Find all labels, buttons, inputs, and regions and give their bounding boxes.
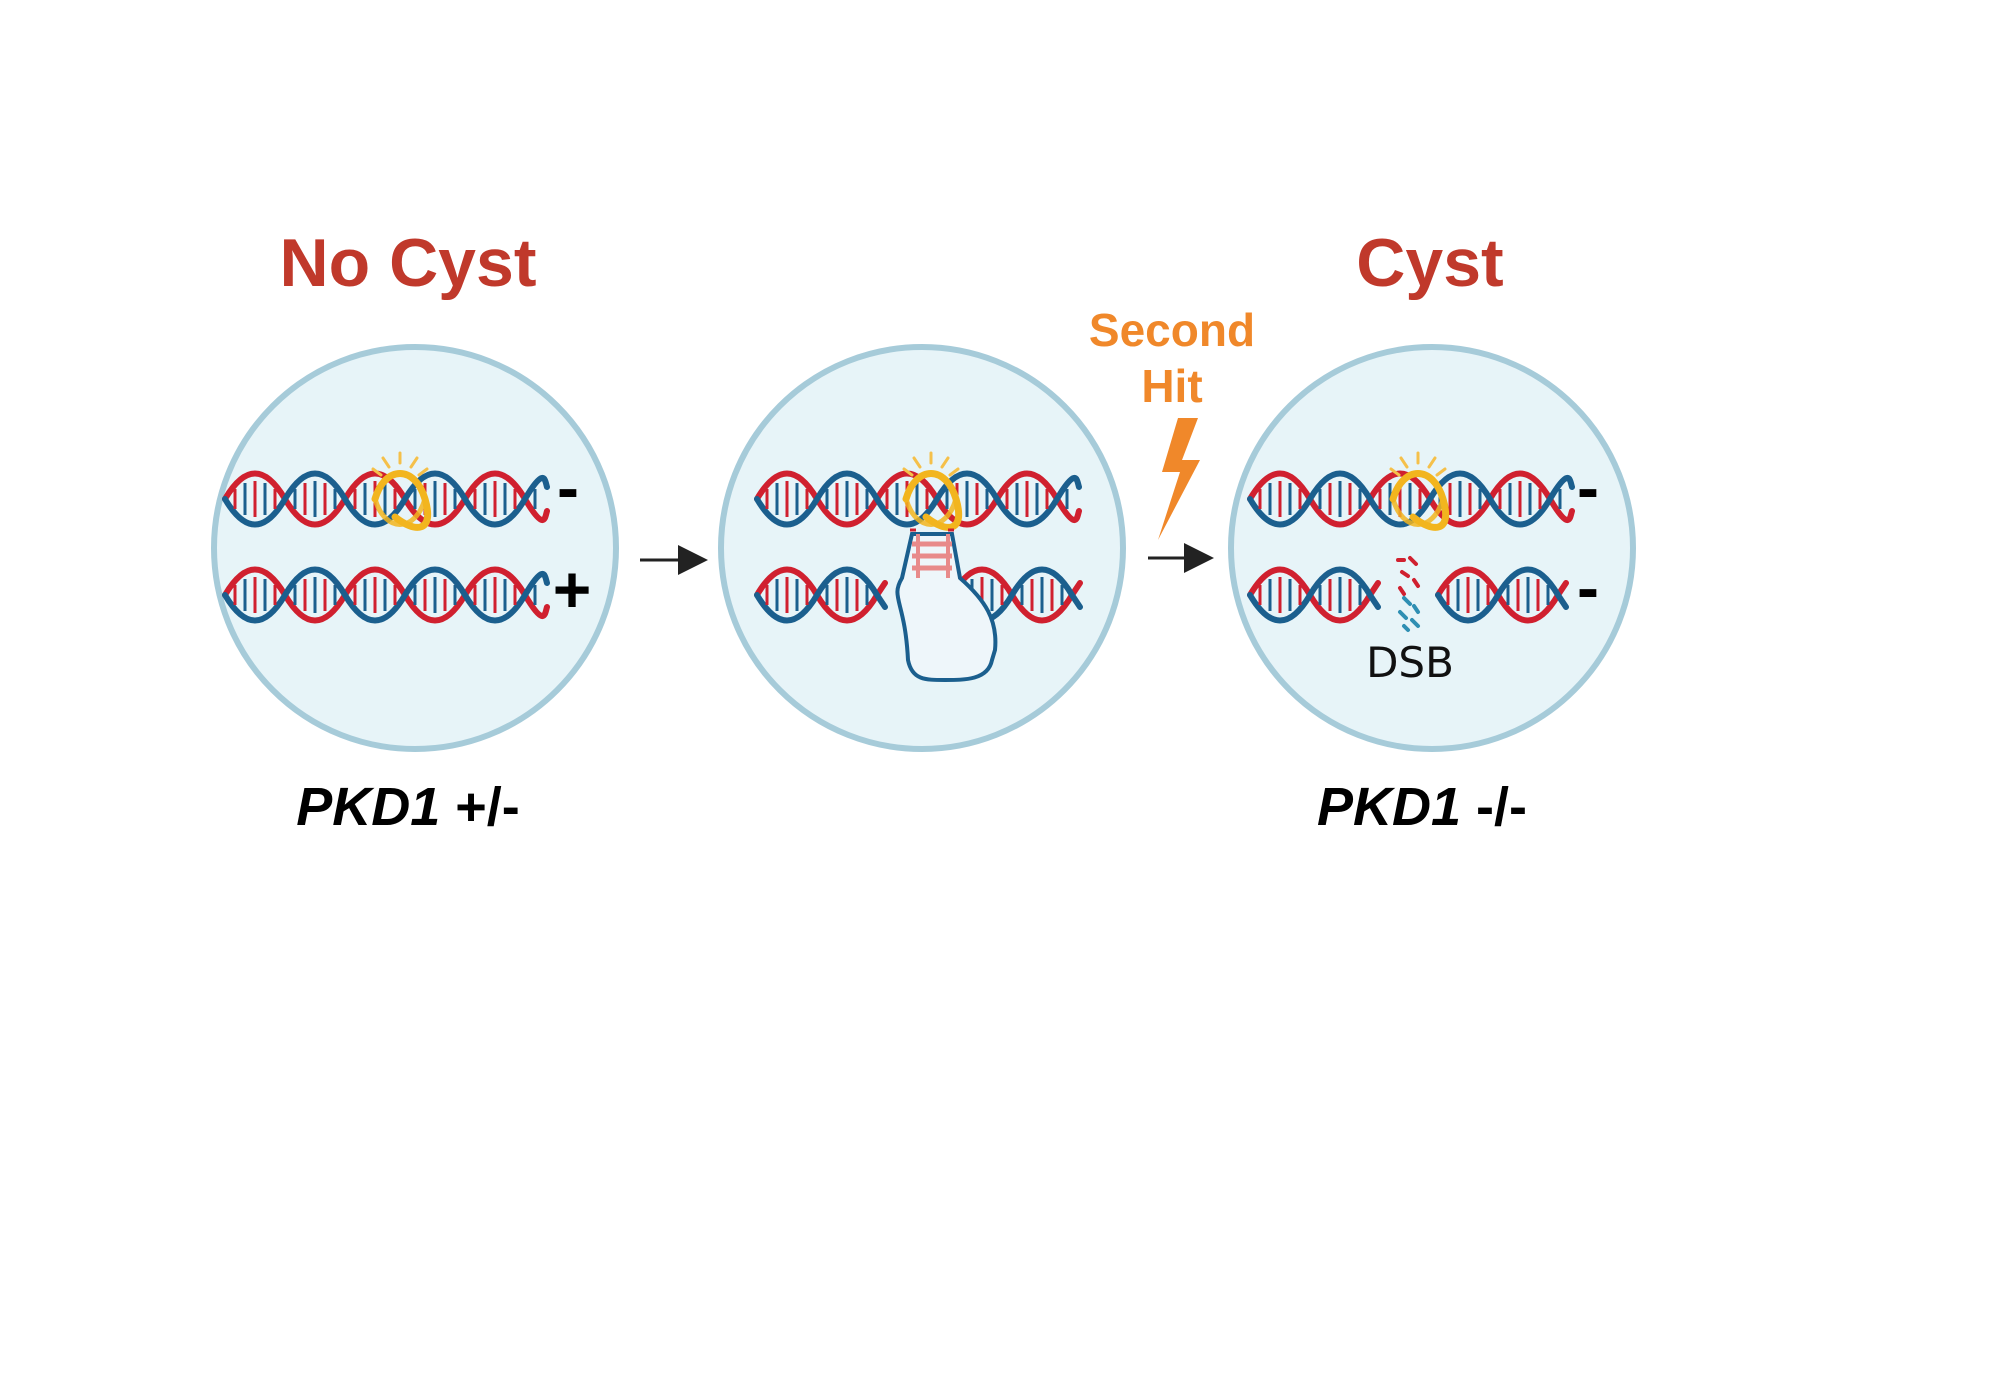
cell-3 xyxy=(1228,344,1636,752)
panel-1-title: No Cyst xyxy=(280,225,537,301)
panel-3-genotype: PKD1 -/- xyxy=(1317,777,1527,837)
second-hit-label-line1: Second xyxy=(1089,304,1255,356)
lightning-bolt-icon xyxy=(1158,418,1200,540)
panel-3-allele-bottom: - xyxy=(1577,550,1599,624)
panel-1-genotype: PKD1 +/- xyxy=(296,777,520,837)
dsb-label: DSB xyxy=(1366,638,1454,687)
cell-1 xyxy=(211,344,619,752)
second-hit-label-line2: Hit xyxy=(1141,360,1202,412)
panel-1-allele-top: - xyxy=(557,450,579,524)
repair-protein-icon xyxy=(895,528,998,683)
panel-3-allele-top: - xyxy=(1577,450,1599,524)
panel-3-title: Cyst xyxy=(1356,225,1503,301)
dsb-break-icon xyxy=(1396,556,1420,632)
panel-1-allele-bottom: + xyxy=(553,552,592,626)
